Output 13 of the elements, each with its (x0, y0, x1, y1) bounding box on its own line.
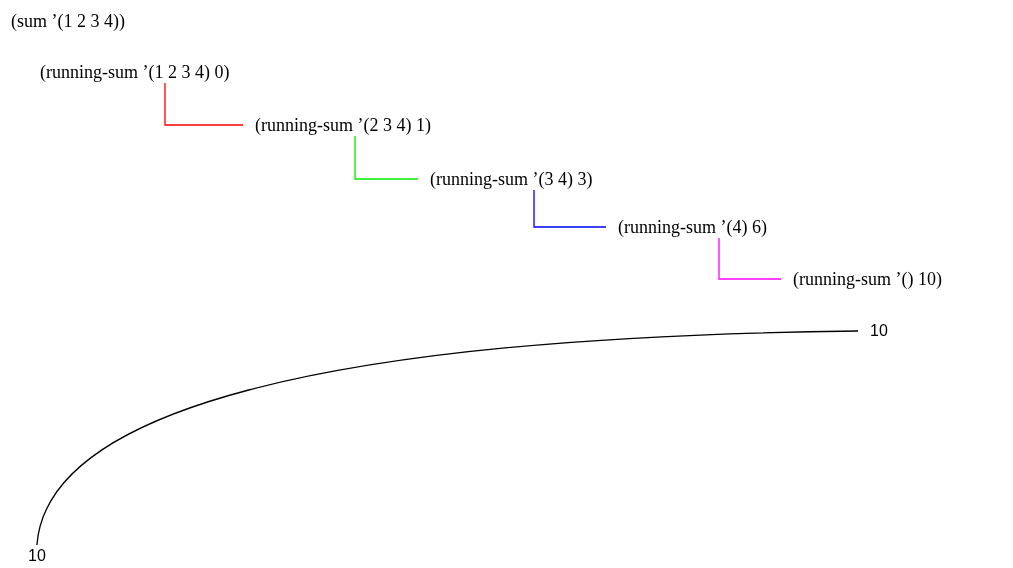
expression-text: (running-sum ’(3 4) 3) (418, 168, 605, 190)
expression-text: (running-sum ’(4) 6) (606, 216, 779, 238)
connector-line (354, 135, 419, 180)
curved-line (36, 330, 859, 546)
expression-text: (running-sum ’(2 3 4) 1) (243, 114, 443, 136)
expression-text: (running-sum ’() 10) (781, 268, 954, 290)
expression-text: 10 (858, 320, 900, 342)
connector-line (718, 237, 782, 280)
connector-line (164, 82, 244, 126)
expression-text: 10 (16, 545, 58, 567)
expression-text: (sum ’(1 2 3 4)) (0, 10, 137, 32)
connector-line (533, 189, 607, 228)
expression-text: (running-sum ’(1 2 3 4) 0) (28, 61, 242, 83)
